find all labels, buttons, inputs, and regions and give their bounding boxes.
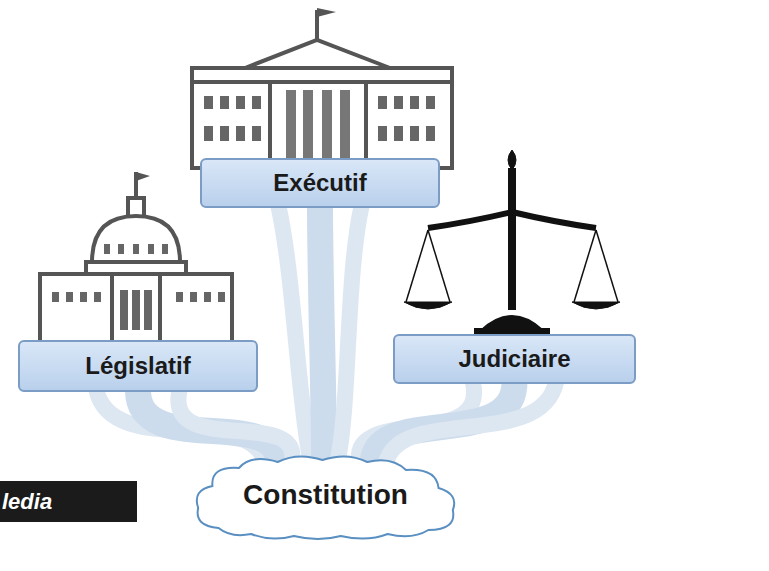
- node-label: Exécutif: [273, 169, 366, 197]
- constitution-cloud: Constitution: [188, 450, 463, 540]
- node-label: Législatif: [85, 352, 190, 380]
- root-strand: [278, 206, 361, 464]
- node-label: Judiciaire: [458, 345, 570, 373]
- executive-building: [192, 8, 452, 168]
- watermark-text: ledia: [2, 489, 52, 515]
- branch-box: Judiciaire: [393, 334, 636, 384]
- node-label: Constitution: [243, 479, 408, 511]
- root-strand: [96, 390, 292, 464]
- watermark-band: ledia: [0, 481, 137, 522]
- branch-box: Législatif: [18, 340, 258, 392]
- branch-box: Exécutif: [200, 158, 440, 208]
- root-strand: [359, 382, 556, 464]
